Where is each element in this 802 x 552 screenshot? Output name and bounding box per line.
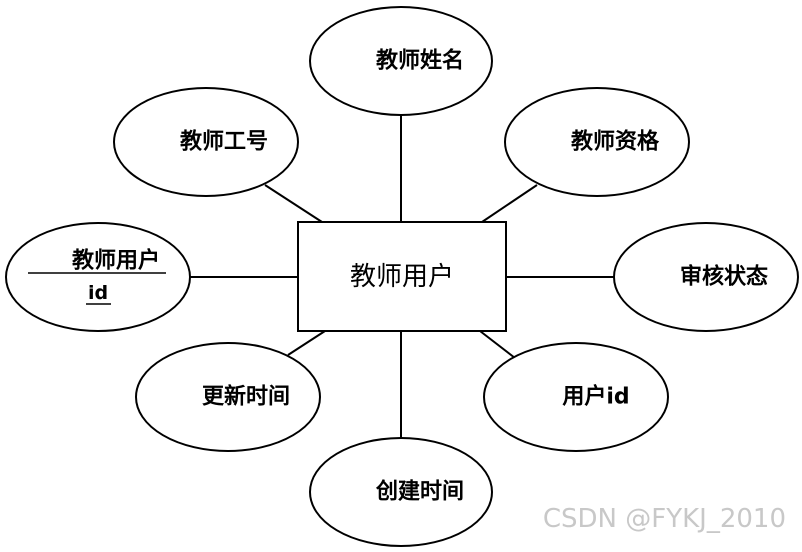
attr-ellipse xyxy=(309,437,493,547)
edge-teacher-qualification xyxy=(481,184,538,223)
attr-ellipse xyxy=(135,342,321,452)
connectors xyxy=(190,115,614,439)
attr-label-line1: 教师用户 xyxy=(72,248,160,274)
edge-teacher-no xyxy=(264,184,323,223)
attr-ellipse xyxy=(5,222,191,332)
attr-label: 审核状态 xyxy=(680,264,768,290)
attr-review-status: 审核状态 xyxy=(613,222,799,332)
entity-teacher-user: 教师用户 xyxy=(297,221,507,332)
attr-teacher-no: 教师工号 xyxy=(113,87,299,197)
attr-ellipse xyxy=(309,6,493,116)
attr-teacher-name: 教师姓名 xyxy=(309,6,493,116)
watermark: CSDN @FYKJ_2010 xyxy=(543,504,786,534)
attr-create-time: 创建时间 xyxy=(309,437,493,547)
attr-teacher-qualification: 教师资格 xyxy=(504,87,690,197)
attr-label: 更新时间 xyxy=(202,384,290,410)
attr-ellipse xyxy=(113,87,299,197)
attr-ellipse xyxy=(483,342,669,452)
attr-label: 教师工号 xyxy=(180,129,268,155)
edge-user-id xyxy=(479,330,516,359)
entity-box xyxy=(297,221,507,332)
attr-update-time: 更新时间 xyxy=(135,342,321,452)
edge-update-time xyxy=(287,330,326,356)
entity-label: 教师用户 xyxy=(350,262,454,292)
attr-label-line2: id xyxy=(88,282,108,304)
attr-ellipse xyxy=(504,87,690,197)
attr-label: 用户id xyxy=(562,384,629,410)
attr-ellipse xyxy=(613,222,799,332)
attr-label: 创建时间 xyxy=(375,480,464,505)
attr-teacher-user-id: 教师用户 id xyxy=(5,222,191,332)
attr-label: 教师资格 xyxy=(571,129,660,155)
attr-user-id: 用户id xyxy=(483,342,669,452)
attr-label: 教师姓名 xyxy=(376,48,464,74)
